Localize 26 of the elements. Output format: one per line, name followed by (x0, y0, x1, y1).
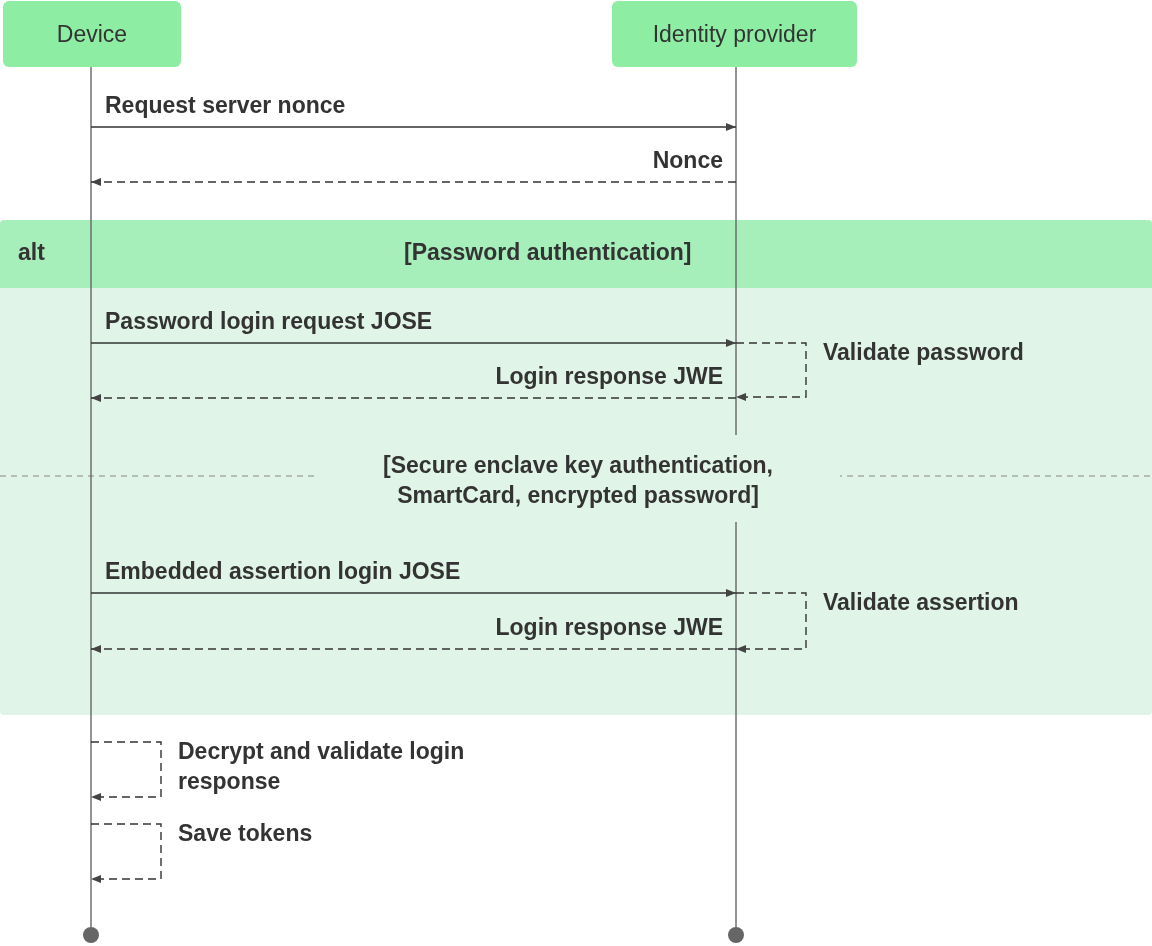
fragment-header (0, 220, 1152, 288)
participant-box: Identity provider (612, 1, 857, 67)
message-label: Login response JWE (494, 362, 723, 391)
message-arrow (90, 645, 737, 653)
message-arrow (90, 394, 737, 402)
participant-box: Device (3, 1, 181, 67)
self-message-arrow (735, 342, 807, 401)
guard-condition: [Password authentication] (404, 239, 692, 266)
message-label: Decrypt and validate login response (178, 737, 466, 796)
message-arrow (90, 339, 737, 347)
message-label: Embedded assertion login JOSE (105, 557, 461, 586)
self-message-arrow (90, 823, 162, 883)
self-message-arrow (90, 741, 162, 801)
self-message-arrow (735, 592, 807, 653)
message-arrow (90, 123, 737, 131)
message-label: Validate password (823, 338, 1024, 367)
frame-operator: alt (18, 239, 45, 266)
message-label: Save tokens (178, 819, 313, 848)
message-label: Login response JWE (494, 613, 723, 642)
lifeline (83, 66, 99, 943)
message-label: Nonce (651, 146, 723, 175)
message-arrow (90, 178, 737, 186)
message-label: Password login request JOSE (105, 307, 433, 336)
message-label: Validate assertion (823, 588, 1019, 617)
message-arrow (90, 589, 737, 597)
message-label: Request server nonce (105, 91, 346, 120)
